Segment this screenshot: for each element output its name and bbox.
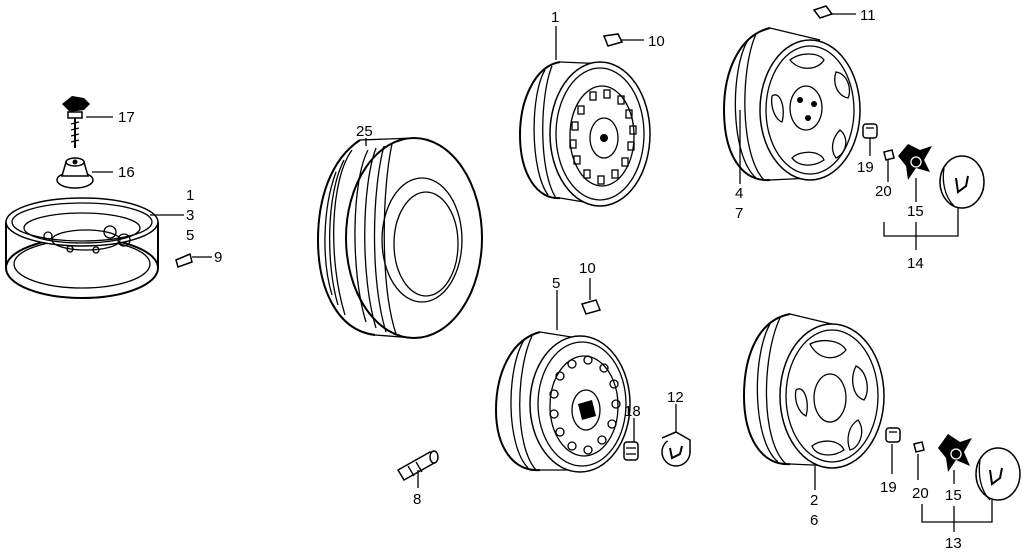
callout-8: 8 (413, 491, 421, 508)
alloy-wheel-icon (742, 313, 885, 469)
callout-4: 4 (735, 185, 743, 202)
callout-25: 25 (356, 123, 373, 140)
callout-15-bot: 15 (945, 487, 962, 504)
balance-weight-icon (175, 252, 193, 268)
clip-icon (913, 441, 925, 453)
callout-2: 2 (810, 492, 818, 509)
center-cap-ring-icon (938, 434, 972, 472)
callout-5-steel: 5 (552, 275, 560, 292)
callout-16: 16 (118, 164, 135, 181)
callout-5-spare: 5 (186, 227, 194, 244)
callout-11: 11 (860, 7, 876, 24)
leader-lines (86, 13, 993, 532)
callout-10-top: 10 (648, 33, 665, 50)
wheel-nut-icon (885, 427, 901, 443)
callout-19-bot: 19 (880, 479, 897, 496)
wheel-nut-icon (862, 123, 878, 139)
callout-7: 7 (735, 205, 743, 222)
balance-weight-icon (580, 299, 602, 315)
callout-1-spare: 1 (186, 187, 194, 204)
hold-down-bolt-icon (62, 96, 90, 148)
valve-stem-icon (396, 450, 439, 482)
spare-wheel-icon (5, 197, 159, 299)
callout-15-top: 15 (907, 203, 924, 220)
callout-20-top: 20 (875, 183, 892, 200)
spacer-cone-icon (56, 157, 94, 189)
callout-14: 14 (907, 255, 924, 272)
callout-19-top: 19 (857, 159, 874, 176)
center-cap-icon (661, 431, 691, 467)
callout-labels: 1 3 5 9 17 16 25 8 1 10 4 7 11 19 20 15 … (118, 7, 962, 552)
balance-weight-icon (602, 33, 624, 47)
center-cap-ring-icon (898, 144, 932, 180)
alloy-wheel-icon (722, 27, 861, 182)
callout-3-spare: 3 (186, 207, 194, 224)
callout-1-steel: 1 (551, 9, 559, 26)
clip-icon (883, 149, 895, 161)
callout-13: 13 (945, 535, 962, 552)
tire-icon (316, 137, 483, 339)
steel-wheel-hubcap-icon (494, 331, 631, 473)
callout-12: 12 (667, 389, 684, 406)
center-cap-icon (939, 155, 985, 209)
balance-weight-icon (812, 5, 834, 19)
center-cap-icon (975, 447, 1021, 501)
wheel-nut-icon (623, 441, 639, 461)
callout-20-bot: 20 (912, 485, 929, 502)
callout-10-mid: 10 (579, 260, 596, 277)
callout-18: 18 (624, 403, 641, 420)
callout-6: 6 (810, 512, 818, 529)
steel-wheel-icon (518, 61, 651, 207)
callout-9: 9 (214, 249, 222, 266)
callout-17: 17 (118, 109, 135, 126)
